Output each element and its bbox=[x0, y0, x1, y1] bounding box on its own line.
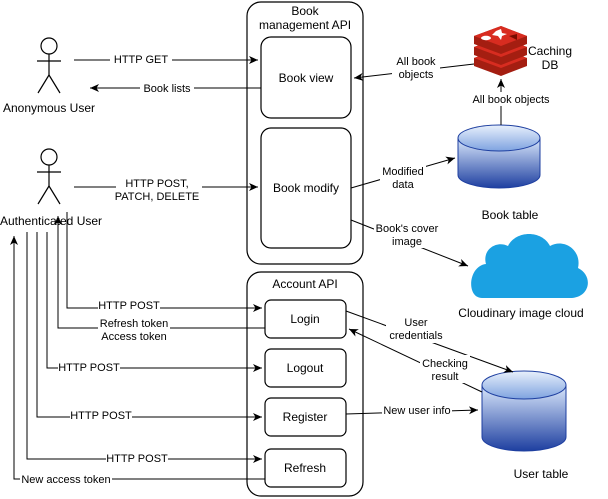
book-api-title-line2: management API bbox=[259, 18, 351, 32]
caching-db-label-line2: DB bbox=[542, 58, 559, 72]
book-modify-node[interactable]: Book modify bbox=[260, 127, 352, 249]
label-http-modify-line2: PATCH, DELETE bbox=[115, 191, 200, 203]
label-all-book-objects-cache-line2: objects bbox=[399, 69, 434, 81]
edge-new-access-token bbox=[10, 236, 265, 480]
label-checking-result-line2: result bbox=[432, 371, 459, 383]
register-node[interactable]: Register bbox=[264, 397, 347, 437]
label-new-user-info: New user info bbox=[383, 405, 450, 417]
cloudinary-cloud: Cloudinary image cloud bbox=[458, 234, 588, 320]
book-table: Book table bbox=[457, 124, 541, 222]
label-checking-result-line1: Checking bbox=[422, 358, 468, 370]
cloud-icon bbox=[471, 234, 588, 298]
label-http-modify-line1: HTTP POST, bbox=[125, 178, 188, 190]
label-new-access-token: New access token bbox=[21, 474, 110, 486]
edge-login-post bbox=[66, 212, 262, 312]
database-cylinder-icon bbox=[457, 124, 541, 189]
book-view-node[interactable]: Book view bbox=[260, 36, 352, 119]
edge-refresh-post bbox=[26, 232, 262, 463]
database-cylinder-icon bbox=[481, 370, 567, 452]
cloudinary-label: Cloudinary image cloud bbox=[458, 306, 583, 320]
label-all-book-objects-table: All book objects bbox=[472, 94, 550, 106]
logout-label: Logout bbox=[287, 361, 324, 375]
caching-db: Caching DB bbox=[474, 26, 572, 76]
anonymous-user-label: Anonymous User bbox=[3, 101, 95, 115]
book-management-api-container: Book management API bbox=[246, 1, 364, 265]
anonymous-user-actor: Anonymous User bbox=[3, 37, 95, 115]
label-user-credentials-line2: credentials bbox=[389, 330, 443, 342]
label-modified-data-line2: data bbox=[392, 179, 414, 191]
label-http-get: HTTP GET bbox=[114, 54, 168, 66]
account-api-title: Account API bbox=[272, 277, 337, 291]
user-table-label: User table bbox=[514, 467, 569, 481]
redis-icon bbox=[474, 26, 527, 76]
label-refresh-post: HTTP POST bbox=[106, 453, 168, 465]
authenticated-user-actor: Authenticated User bbox=[0, 148, 102, 228]
edge-logout-post bbox=[46, 232, 262, 372]
label-login-post: HTTP POST bbox=[98, 300, 160, 312]
edge-register-post bbox=[36, 232, 262, 421]
person-icon bbox=[37, 148, 61, 205]
register-label: Register bbox=[283, 410, 328, 424]
login-node[interactable]: Login bbox=[264, 299, 347, 339]
label-all-book-objects-cache-line1: All book bbox=[396, 56, 436, 68]
caching-db-label-line1: Caching bbox=[528, 44, 572, 58]
logout-node[interactable]: Logout bbox=[264, 348, 347, 388]
authenticated-user-label: Authenticated User bbox=[0, 214, 102, 228]
label-register-post: HTTP POST bbox=[70, 410, 132, 422]
label-refresh-token: Refresh token bbox=[100, 318, 168, 330]
book-api-title-line1: Book bbox=[291, 4, 319, 18]
label-book-lists: Book lists bbox=[143, 83, 191, 95]
book-modify-label: Book modify bbox=[273, 181, 339, 195]
person-icon bbox=[37, 37, 61, 94]
account-api-container: Account API bbox=[246, 271, 364, 497]
label-user-credentials-line1: User bbox=[404, 317, 428, 329]
login-label: Login bbox=[290, 312, 319, 326]
refresh-label: Refresh bbox=[284, 461, 326, 475]
label-cover-image-line2: image bbox=[392, 236, 422, 248]
edge-login-tokens bbox=[54, 216, 265, 329]
label-logout-post: HTTP POST bbox=[58, 362, 120, 374]
user-table: User table bbox=[481, 370, 569, 481]
edge-labels: HTTP GET Book lists HTTP POST, PATCH, DE… bbox=[20, 52, 552, 486]
label-modified-data-line1: Modified bbox=[382, 166, 424, 178]
refresh-node[interactable]: Refresh bbox=[264, 448, 347, 488]
label-cover-image-line1: Book's cover bbox=[376, 223, 439, 235]
label-access-token: Access token bbox=[101, 331, 166, 343]
book-view-label: Book view bbox=[279, 71, 334, 85]
book-table-label: Book table bbox=[482, 208, 539, 222]
